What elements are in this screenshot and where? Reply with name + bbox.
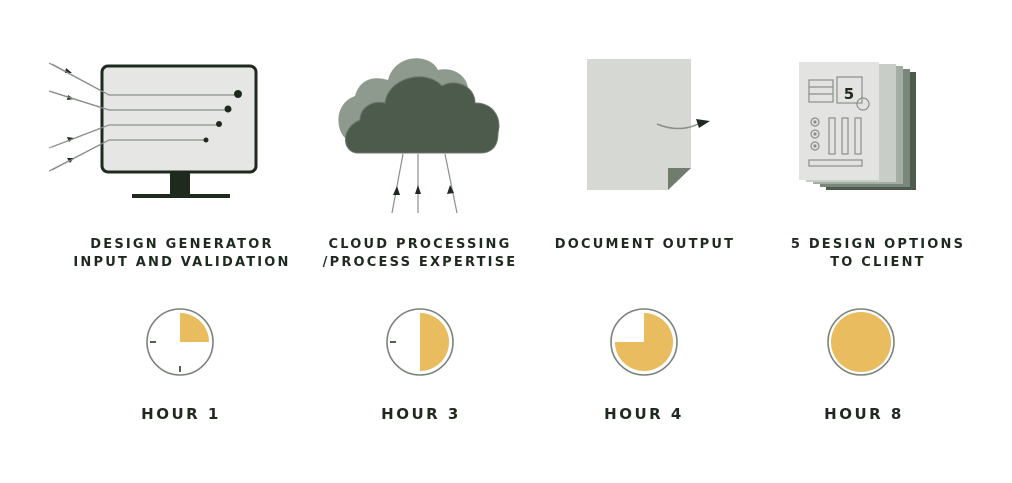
step-label-line: INPUT AND VALIDATION xyxy=(73,255,291,270)
step-label-line: 5 DESIGN OPTIONS xyxy=(790,237,966,252)
stacked-documents-icon: 5 xyxy=(799,62,916,190)
step-label-document-output: DOCUMENT OUTPUT xyxy=(525,236,765,254)
step-label-line: DESIGN GENERATOR xyxy=(90,237,274,252)
hour-label-step-2: HOUR 3 xyxy=(381,405,461,423)
cloud-upload-icon xyxy=(338,58,500,214)
monitor-input-icon xyxy=(48,62,258,198)
step-label-cloud-processing: CLOUD PROCESSING /PROCESS EXPERTISE xyxy=(300,236,540,272)
step-label-line: DOCUMENT OUTPUT xyxy=(554,237,736,252)
step-label-line: /PROCESS EXPERTISE xyxy=(322,255,518,270)
document-page-icon xyxy=(587,59,710,190)
clock-three-quarter-icon xyxy=(610,308,678,376)
clock-quarter-icon xyxy=(146,308,214,376)
design-count-badge: 5 xyxy=(844,85,854,103)
step-label-design-options: 5 DESIGN OPTIONS TO CLIENT xyxy=(758,236,998,272)
clock-half-icon xyxy=(386,308,454,376)
hour-label-step-3: HOUR 4 xyxy=(604,405,684,423)
step-label-line: TO CLIENT xyxy=(830,255,926,270)
hour-label-step-4: HOUR 8 xyxy=(824,405,904,423)
step-label-line: CLOUD PROCESSING xyxy=(328,237,512,252)
clock-full-icon xyxy=(827,308,895,376)
hour-label-step-1: HOUR 1 xyxy=(141,405,221,423)
step-label-design-generator: DESIGN GENERATOR INPUT AND VALIDATION xyxy=(62,236,302,272)
